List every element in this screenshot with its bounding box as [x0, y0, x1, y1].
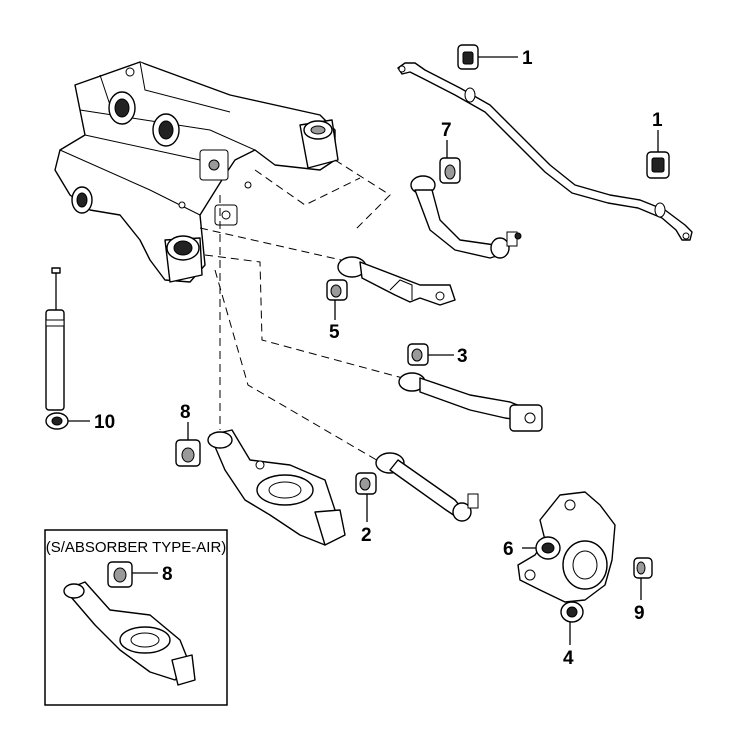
- stabilizer-bar: [397, 62, 693, 241]
- callout-8: 8: [180, 402, 191, 423]
- lower-arm-bushing-part: [175, 439, 201, 467]
- callout-6: 6: [503, 539, 514, 560]
- callout-7: 7: [441, 120, 452, 141]
- stabilizer-bushing-right-part: [646, 151, 670, 179]
- lower-arm-air: [63, 581, 196, 686]
- shock-absorber: [45, 267, 69, 430]
- callout-1-top: 1: [522, 48, 533, 69]
- knuckle-bushing-right-part: [633, 557, 653, 579]
- callout-10: 10: [94, 412, 115, 433]
- lower-arm: [207, 429, 346, 546]
- toe-arm: [375, 452, 479, 522]
- stabilizer-bushing-top-part: [457, 44, 479, 70]
- inset-title: (S/ABSORBER TYPE-AIR): [46, 539, 227, 556]
- callout-2: 2: [361, 525, 372, 546]
- toe-arm-bushing-part: [355, 472, 377, 495]
- alignment-lines: [199, 159, 411, 463]
- trailing-arm-bushing-part: [407, 343, 429, 366]
- upper-arm-bushing-part: [439, 157, 461, 184]
- callout-4: 4: [563, 648, 574, 669]
- callout-9: 9: [634, 603, 645, 624]
- callout-3: 3: [457, 346, 468, 367]
- lower-arm-bushing-air-part: [107, 561, 133, 588]
- callout-8-inset: 8: [162, 564, 173, 585]
- trailing-arm: [398, 372, 543, 432]
- callout-leaders: [68, 56, 659, 645]
- callout-5: 5: [329, 322, 340, 343]
- assist-arm-bushing-part: [326, 279, 348, 301]
- callout-labels: 1 1 7 5 3 8 8 2 10 6 9 4: [94, 48, 663, 669]
- air-suspension-inset: (S/ABSORBER TYPE-AIR): [44, 529, 228, 706]
- assist-arm: [337, 256, 456, 306]
- rear-subframe: [54, 61, 339, 283]
- rear-knuckle: [517, 491, 616, 623]
- callout-1-right: 1: [652, 110, 663, 131]
- upper-arm: [410, 175, 522, 259]
